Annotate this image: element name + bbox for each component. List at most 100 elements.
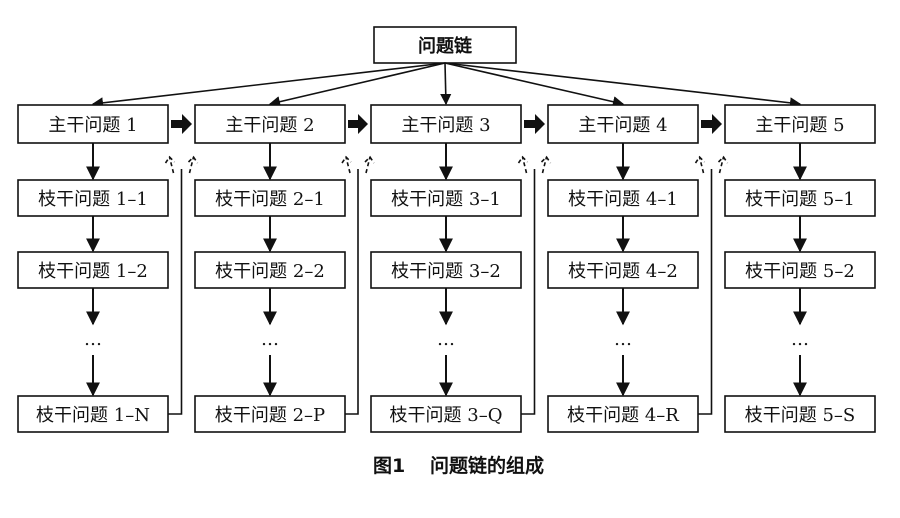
branch-question-label: 枝干问题 1–2 — [38, 261, 148, 282]
column-5: 主干问题 5 枝干问题 5–1 枝干问题 5–2 … 枝干问题 5–S — [724, 104, 876, 433]
feedback-dashed-head-right-1 — [187, 155, 199, 164]
root-to-main-arrow-5 — [444, 62, 802, 109]
main-question-label: 主干问题 4 — [578, 115, 667, 136]
branch-question-box — [370, 395, 522, 433]
caption-figure-number: 图1 — [373, 455, 405, 477]
feedback-dashed-head-right-3 — [540, 155, 552, 164]
branch-question-label: 枝干问题 1–N — [36, 405, 150, 426]
branch-question-box — [370, 251, 522, 289]
branch-question-label: 枝干问题 5–1 — [745, 189, 855, 210]
ellipsis-3: … — [437, 329, 455, 350]
column-1: 主干问题 1 枝干问题 1–1 枝干问题 1–2 … 枝干问题 1–N — [17, 104, 169, 433]
branch-question-box — [17, 179, 169, 217]
caption-title: 问题链的组成 — [430, 454, 544, 477]
last-branch-question-3: 枝干问题 3–Q — [370, 395, 522, 433]
branch-question-2-1: 枝干问题 2–1 — [194, 179, 346, 217]
column-2: 主干问题 2 枝干问题 2–1 枝干问题 2–2 … 枝干问题 2–P — [194, 104, 346, 433]
main-question-box — [724, 104, 876, 144]
branch-question-box — [370, 179, 522, 217]
last-branch-question-2: 枝干问题 2–P — [194, 395, 346, 433]
branch-question-box — [547, 179, 699, 217]
feedback-dashed-head-right-2 — [364, 155, 375, 164]
main-question-label: 主干问题 3 — [401, 115, 490, 136]
feedback-dashed-right-3 — [541, 156, 548, 174]
main-question-5: 主干问题 5 — [724, 104, 876, 144]
branch-question-label: 枝干问题 1–1 — [38, 189, 148, 210]
column-4: 主干问题 4 枝干问题 4–1 枝干问题 4–2 … 枝干问题 4–R — [547, 104, 699, 433]
root-node: 问题链 — [373, 26, 517, 64]
branch-question-label: 枝干问题 2–2 — [215, 261, 325, 282]
branch-question-4-1: 枝干问题 4–1 — [547, 179, 699, 217]
branch-question-1-2: 枝干问题 1–2 — [17, 251, 169, 289]
root-to-main-arrow-4 — [444, 62, 625, 108]
feedback-dashed-right-1 — [188, 156, 195, 174]
ellipsis-4: … — [614, 329, 632, 350]
branch-question-3-2: 枝干问题 3–2 — [370, 251, 522, 289]
ellipsis-5: … — [791, 329, 809, 350]
branch-question-box — [547, 251, 699, 289]
feedback-line-2 — [345, 169, 359, 415]
feedback-dashed-left-1 — [168, 156, 175, 174]
main-question-box — [17, 104, 169, 144]
feedback-dashed-left-4 — [698, 156, 705, 174]
main-to-main-arrow-2 — [348, 114, 368, 134]
connectors — [86, 62, 807, 415]
main-to-main-arrow-1 — [171, 114, 192, 134]
branch-question-5-1: 枝干问题 5–1 — [724, 179, 876, 217]
main-question-box — [370, 104, 522, 144]
feedback-dashed-head-right-4 — [717, 155, 729, 164]
main-question-1: 主干问题 1 — [17, 104, 169, 144]
branch-question-label: 枝干问题 3–Q — [390, 405, 503, 426]
branch-question-box — [17, 395, 169, 433]
last-branch-question-1: 枝干问题 1–N — [17, 395, 169, 433]
main-question-label: 主干问题 1 — [48, 115, 137, 136]
ellipsis-2: … — [261, 329, 279, 350]
columns: 主干问题 1 枝干问题 1–1 枝干问题 1–2 … 枝干问题 1–N 主干问题 2 枝干问… — [17, 104, 876, 433]
branch-question-label: 枝干问题 3–1 — [391, 189, 501, 210]
branch-question-label: 枝干问题 5–2 — [745, 261, 855, 282]
branch-question-box — [194, 395, 346, 433]
branch-question-box — [17, 251, 169, 289]
branch-question-label: 枝干问题 2–1 — [215, 189, 325, 210]
figure-caption: 图1 问题链的组成 — [373, 454, 544, 477]
ellipsis-1: … — [84, 329, 102, 350]
feedback-dashed-right-2 — [365, 156, 371, 174]
main-question-4: 主干问题 4 — [547, 104, 699, 144]
branch-question-label: 枝干问题 4–R — [567, 405, 679, 426]
feedback-dashed-head-left-3 — [517, 155, 529, 164]
root-to-main-arrow-2 — [268, 62, 446, 108]
branch-question-label: 枝干问题 5–S — [745, 405, 856, 426]
root-to-main-arrow-3 — [440, 62, 452, 106]
branch-question-3-1: 枝干问题 3–1 — [370, 179, 522, 217]
last-branch-question-5: 枝干问题 5–S — [724, 395, 876, 433]
main-to-main-arrow-3 — [524, 114, 545, 134]
main-question-box — [194, 104, 346, 144]
branch-question-label: 枝干问题 4–1 — [568, 189, 678, 210]
feedback-dashed-head-left-2 — [341, 155, 352, 164]
feedback-dashed-head-left-4 — [694, 155, 706, 164]
feedback-dashed-right-4 — [718, 156, 725, 174]
main-question-box — [547, 104, 699, 144]
root-to-main-arrow-1 — [91, 62, 446, 109]
feedback-dashed-head-left-1 — [164, 155, 176, 164]
branch-question-box — [724, 179, 876, 217]
branch-question-label: 枝干问题 3–2 — [391, 261, 501, 282]
feedback-line-3 — [521, 169, 536, 415]
feedback-dashed-left-2 — [345, 156, 351, 174]
branch-question-label: 枝干问题 4–2 — [568, 261, 678, 282]
branch-question-4-2: 枝干问题 4–2 — [547, 251, 699, 289]
root-label: 问题链 — [418, 35, 473, 57]
feedback-dashed-left-3 — [521, 156, 528, 174]
branch-question-box — [724, 251, 876, 289]
feedback-line-1 — [168, 169, 183, 415]
branch-question-label: 枝干问题 2–P — [215, 405, 325, 426]
last-branch-question-4: 枝干问题 4–R — [547, 395, 699, 433]
branch-question-box — [724, 395, 876, 433]
branch-question-box — [547, 395, 699, 433]
branch-question-1-1: 枝干问题 1–1 — [17, 179, 169, 217]
feedback-line-4 — [698, 169, 713, 415]
main-question-label: 主干问题 2 — [225, 115, 314, 136]
main-question-label: 主干问题 5 — [755, 115, 844, 136]
branch-question-box — [194, 179, 346, 217]
